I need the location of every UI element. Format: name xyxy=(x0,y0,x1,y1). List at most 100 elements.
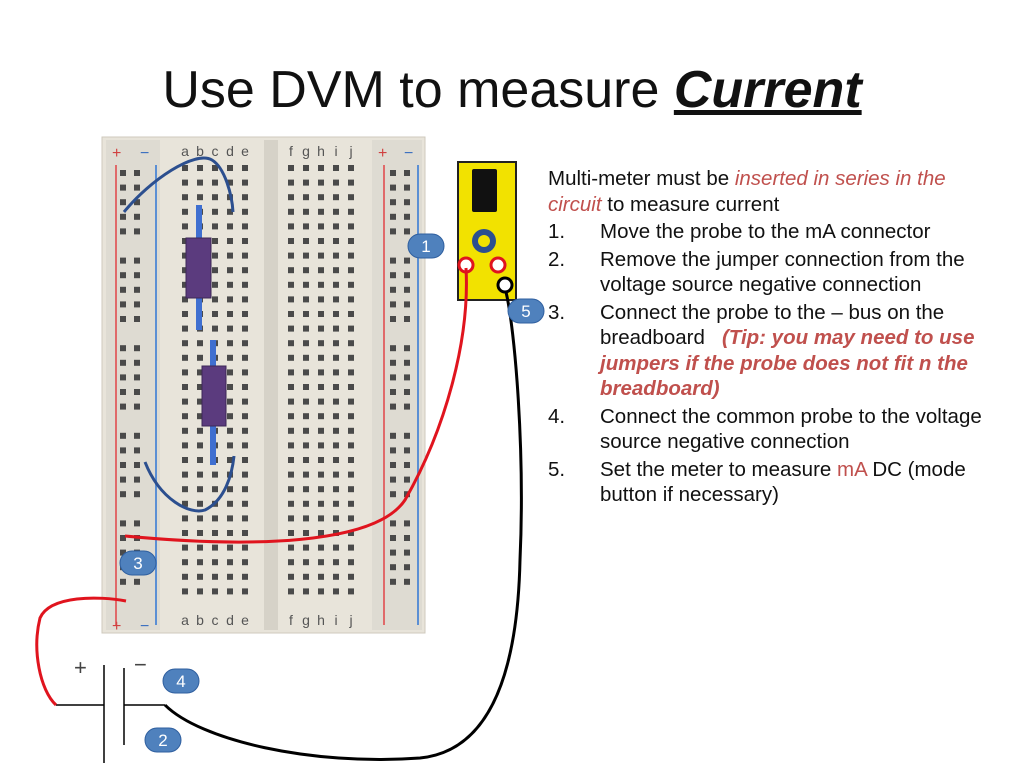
breadboard-hole xyxy=(288,398,294,405)
breadboard-hole xyxy=(212,223,218,230)
breadboard-hole xyxy=(134,286,140,293)
breadboard-hole xyxy=(242,442,248,449)
breadboard-hole xyxy=(390,432,396,439)
breadboard-hole xyxy=(242,281,248,288)
breadboard-hole xyxy=(333,340,339,347)
breadboard-hole xyxy=(333,281,339,288)
breadboard-hole xyxy=(197,515,203,522)
breadboard-hole xyxy=(318,369,324,376)
breadboard-hole xyxy=(182,500,188,507)
breadboard-hole xyxy=(303,252,309,259)
breadboard-hole xyxy=(182,252,188,259)
breadboard-hole xyxy=(318,515,324,522)
breadboard-hole xyxy=(288,296,294,303)
breadboard-hole xyxy=(212,471,218,478)
column-letter: b xyxy=(196,143,204,159)
breadboard-hole xyxy=(120,535,126,541)
breadboard-hole xyxy=(242,515,248,522)
breadboard-hole xyxy=(318,325,324,332)
breadboard-hole xyxy=(348,238,354,244)
breadboard-hole xyxy=(227,267,233,274)
right-bus-minus-label: − xyxy=(404,145,413,162)
breadboard-hole xyxy=(120,462,126,468)
breadboard-hole xyxy=(134,520,140,527)
breadboard-hole xyxy=(134,359,140,366)
breadboard-hole xyxy=(288,384,294,390)
breadboard-hole xyxy=(242,354,248,361)
breadboard-hole xyxy=(348,530,354,536)
breadboard-hole xyxy=(288,515,294,522)
breadboard-hole xyxy=(182,179,188,186)
breadboard-hole xyxy=(333,238,339,244)
intro-paragraph: Multi-meter must be inserted in series i… xyxy=(548,166,988,217)
breadboard-hole xyxy=(134,228,140,235)
breadboard-hole xyxy=(120,286,126,293)
breadboard-hole xyxy=(120,228,126,235)
breadboard-hole xyxy=(303,281,309,288)
breadboard-hole xyxy=(348,544,354,551)
breadboard-hole xyxy=(348,515,354,522)
breadboard-hole xyxy=(303,457,309,463)
breadboard-hole xyxy=(333,442,339,449)
breadboard-hole xyxy=(182,311,188,317)
breadboard-hole xyxy=(227,354,233,361)
steps-list: 1. Move the probe to the mA connector 2.… xyxy=(548,219,988,508)
black-common-wire xyxy=(163,291,523,761)
breadboard-hole xyxy=(318,442,324,449)
breadboard-hole xyxy=(197,354,203,361)
breadboard-hole xyxy=(182,544,188,551)
breadboard-hole xyxy=(120,578,126,585)
breadboard-hole xyxy=(227,588,233,595)
breadboard-hole xyxy=(227,325,233,332)
breadboard-hole xyxy=(303,267,309,274)
breadboard-hole xyxy=(182,515,188,522)
breadboard-hole xyxy=(120,520,126,527)
breadboard-hole xyxy=(288,559,294,566)
breadboard-hole xyxy=(404,476,410,483)
breadboard-hole xyxy=(333,573,339,580)
left-bus-plus-label-bottom: + xyxy=(112,618,121,635)
breadboard-hole xyxy=(303,194,309,201)
breadboard-hole xyxy=(348,340,354,347)
breadboard-hole xyxy=(404,359,410,366)
breadboard-hole xyxy=(333,311,339,317)
breadboard-hole xyxy=(318,340,324,347)
breadboard-hole xyxy=(390,359,396,366)
breadboard-hole xyxy=(182,296,188,303)
breadboard-hole xyxy=(197,369,203,376)
breadboard-hole xyxy=(303,384,309,390)
step-highlight: mA xyxy=(837,457,867,481)
title-prefix: Use DVM to measure xyxy=(162,61,660,119)
breadboard-hole xyxy=(197,194,203,201)
breadboard-hole xyxy=(318,530,324,536)
breadboard-hole xyxy=(318,573,324,580)
breadboard-hole xyxy=(288,442,294,449)
breadboard-hole xyxy=(227,457,233,463)
breadboard-hole xyxy=(227,427,233,434)
column-letter: g xyxy=(302,143,310,159)
breadboard-hole xyxy=(318,252,324,259)
breadboard-hole xyxy=(227,573,233,580)
breadboard-hole xyxy=(182,530,188,536)
breadboard-hole xyxy=(390,578,396,585)
column-letter: e xyxy=(241,612,249,628)
jumper-wire-top xyxy=(122,156,235,213)
breadboard-hole xyxy=(197,427,203,434)
column-letter: b xyxy=(196,612,204,628)
breadboard-hole xyxy=(227,179,233,186)
breadboard-hole xyxy=(134,491,140,498)
breadboard-hole xyxy=(348,427,354,434)
breadboard-hole xyxy=(390,170,396,176)
breadboard-hole xyxy=(303,413,309,420)
breadboard-hole xyxy=(390,184,396,191)
breadboard-hole xyxy=(197,471,203,478)
breadboard-hole xyxy=(318,165,324,171)
breadboard-hole xyxy=(212,281,218,288)
breadboard-hole xyxy=(134,272,140,279)
breadboard-hole xyxy=(390,374,396,381)
step-item: 1. Move the probe to the mA connector xyxy=(548,219,988,245)
breadboard-hole xyxy=(182,573,188,580)
breadboard-hole xyxy=(120,447,126,454)
